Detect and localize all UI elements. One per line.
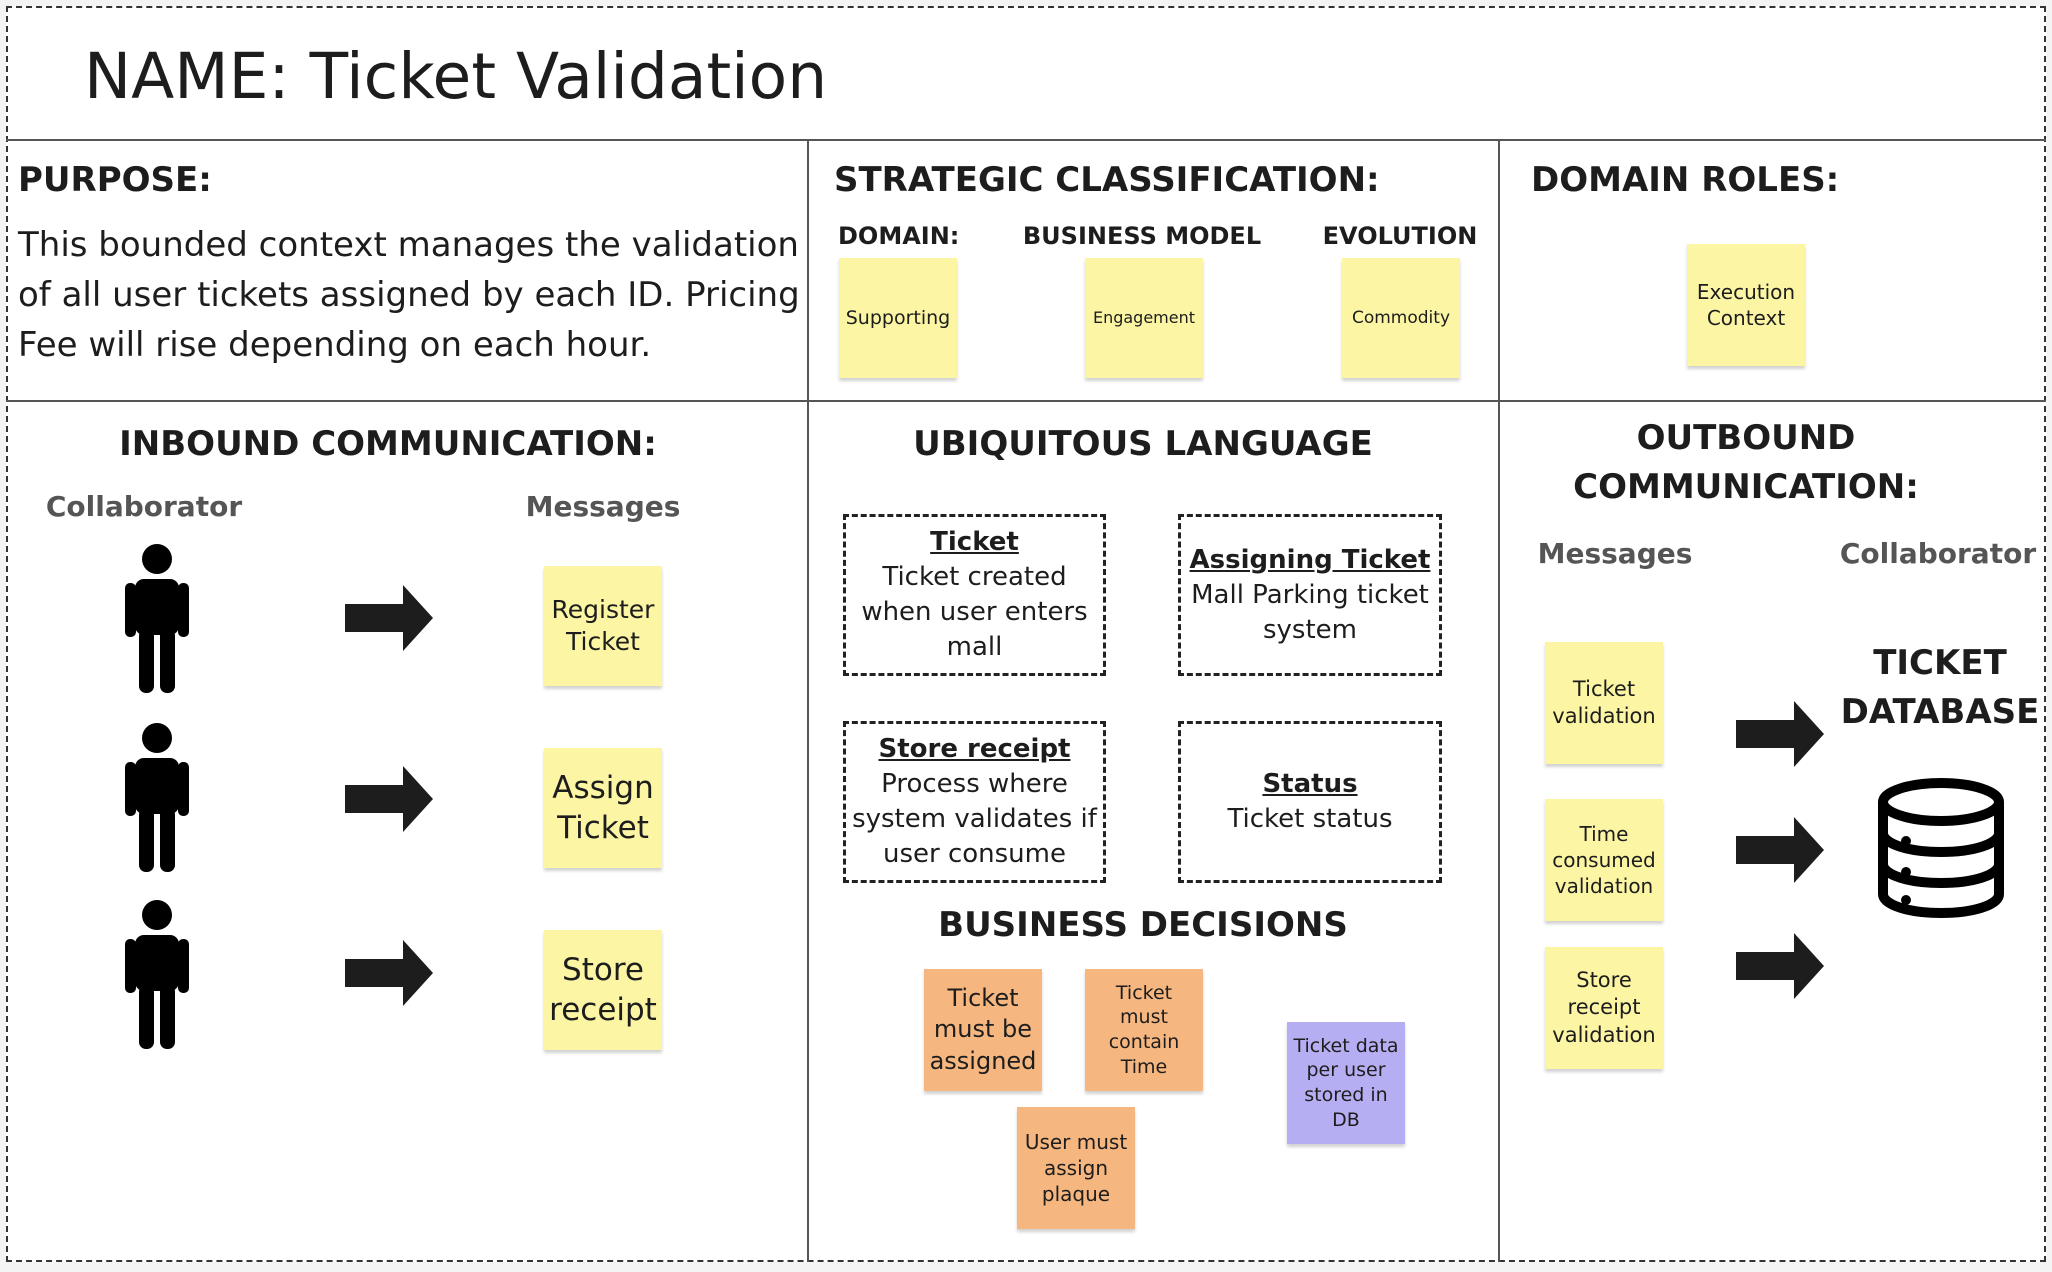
decision-sticky[interactable]: Ticket must be assigned — [924, 969, 1042, 1091]
term-name: Assigning Ticket — [1189, 544, 1431, 575]
inbound-message-sticky[interactable]: Store receipt — [544, 930, 662, 1050]
arrow-right-icon — [1736, 701, 1824, 767]
evolution-label: EVOLUTION — [1322, 222, 1478, 250]
term-name: Status — [1262, 769, 1358, 799]
purpose-text: This bounded context manages the validat… — [18, 225, 800, 365]
divider-middle — [6, 400, 2046, 402]
evolution-sticky[interactable]: Commodity — [1342, 258, 1460, 378]
outbound-message-sticky[interactable]: Time consumed validation — [1545, 799, 1663, 921]
inbound-messages-label: Messages — [525, 490, 681, 523]
decision-sticky[interactable]: User must assign plaque — [1017, 1107, 1135, 1229]
person-icon — [125, 544, 189, 693]
divider-left — [807, 140, 809, 1262]
decision-sticky[interactable]: Ticket data per user stored in DB — [1287, 1022, 1405, 1144]
outbound-heading-line1: OUTBOUND — [1636, 418, 1856, 458]
decision-sticky[interactable]: Ticket must contain Time — [1085, 969, 1203, 1091]
inbound-heading: INBOUND COMMUNICATION: — [119, 424, 657, 464]
canvas-title: NAME: Ticket Validation — [84, 40, 828, 113]
inbound-collaborator-label: Collaborator — [45, 490, 243, 523]
term-description: Ticket status — [1227, 804, 1393, 834]
outbound-messages-label: Messages — [1537, 537, 1693, 570]
domain-sticky[interactable]: Supporting — [839, 258, 957, 378]
term-name: Store receipt — [878, 734, 1071, 764]
inbound-message-sticky[interactable]: Assign Ticket — [544, 748, 662, 868]
arrow-right-icon — [345, 766, 433, 832]
arrow-right-icon — [345, 585, 433, 651]
database-icon — [1878, 778, 2004, 918]
ubiquitous-heading: UBIQUITOUS LANGUAGE — [913, 424, 1373, 464]
outbound-message-sticky[interactable]: Ticket validation — [1545, 642, 1663, 764]
strategic-heading: STRATEGIC CLASSIFICATION: — [834, 160, 1380, 200]
domain-label: DOMAIN: — [838, 222, 960, 250]
outbound-collaborator-name-line2: DATABASE — [1840, 692, 2040, 732]
inbound-message-sticky[interactable]: Register Ticket — [544, 566, 662, 686]
purpose-heading: PURPOSE: — [18, 160, 212, 200]
term-card[interactable]: Status Ticket status — [1178, 721, 1442, 883]
term-description: Process where system validates if user c… — [852, 769, 1097, 869]
person-icon — [125, 900, 189, 1049]
term-card[interactable]: Store receipt Process where system valid… — [843, 721, 1106, 883]
arrow-right-icon — [1736, 817, 1824, 883]
term-card[interactable]: Assigning Ticket Mall Parking ticket sys… — [1178, 514, 1442, 676]
term-description: Mall Parking ticket system — [1191, 579, 1429, 645]
outbound-message-sticky[interactable]: Store receipt validation — [1545, 947, 1663, 1069]
arrow-right-icon — [345, 940, 433, 1006]
term-name: Ticket — [930, 527, 1019, 557]
divider-right — [1498, 140, 1500, 1262]
outbound-collaborator-label: Collaborator — [1839, 537, 2037, 570]
term-description: Ticket created when user enters mall — [861, 562, 1088, 662]
term-card[interactable]: Ticket Ticket created when user enters m… — [843, 514, 1106, 676]
business-model-label: BUSINESS MODEL — [1022, 222, 1262, 250]
domain-role-sticky[interactable]: Execution Context — [1687, 244, 1805, 366]
outbound-heading-line2: COMMUNICATION: — [1573, 467, 1919, 507]
business-decisions-heading: BUSINESS DECISIONS — [938, 905, 1348, 945]
person-icon — [125, 723, 189, 872]
business-model-sticky[interactable]: Engagement — [1085, 258, 1203, 378]
outbound-collaborator-name-line1: TICKET — [1873, 643, 2007, 683]
arrow-right-icon — [1736, 933, 1824, 999]
divider-top — [6, 139, 2046, 141]
domain-roles-heading: DOMAIN ROLES: — [1531, 160, 1840, 200]
